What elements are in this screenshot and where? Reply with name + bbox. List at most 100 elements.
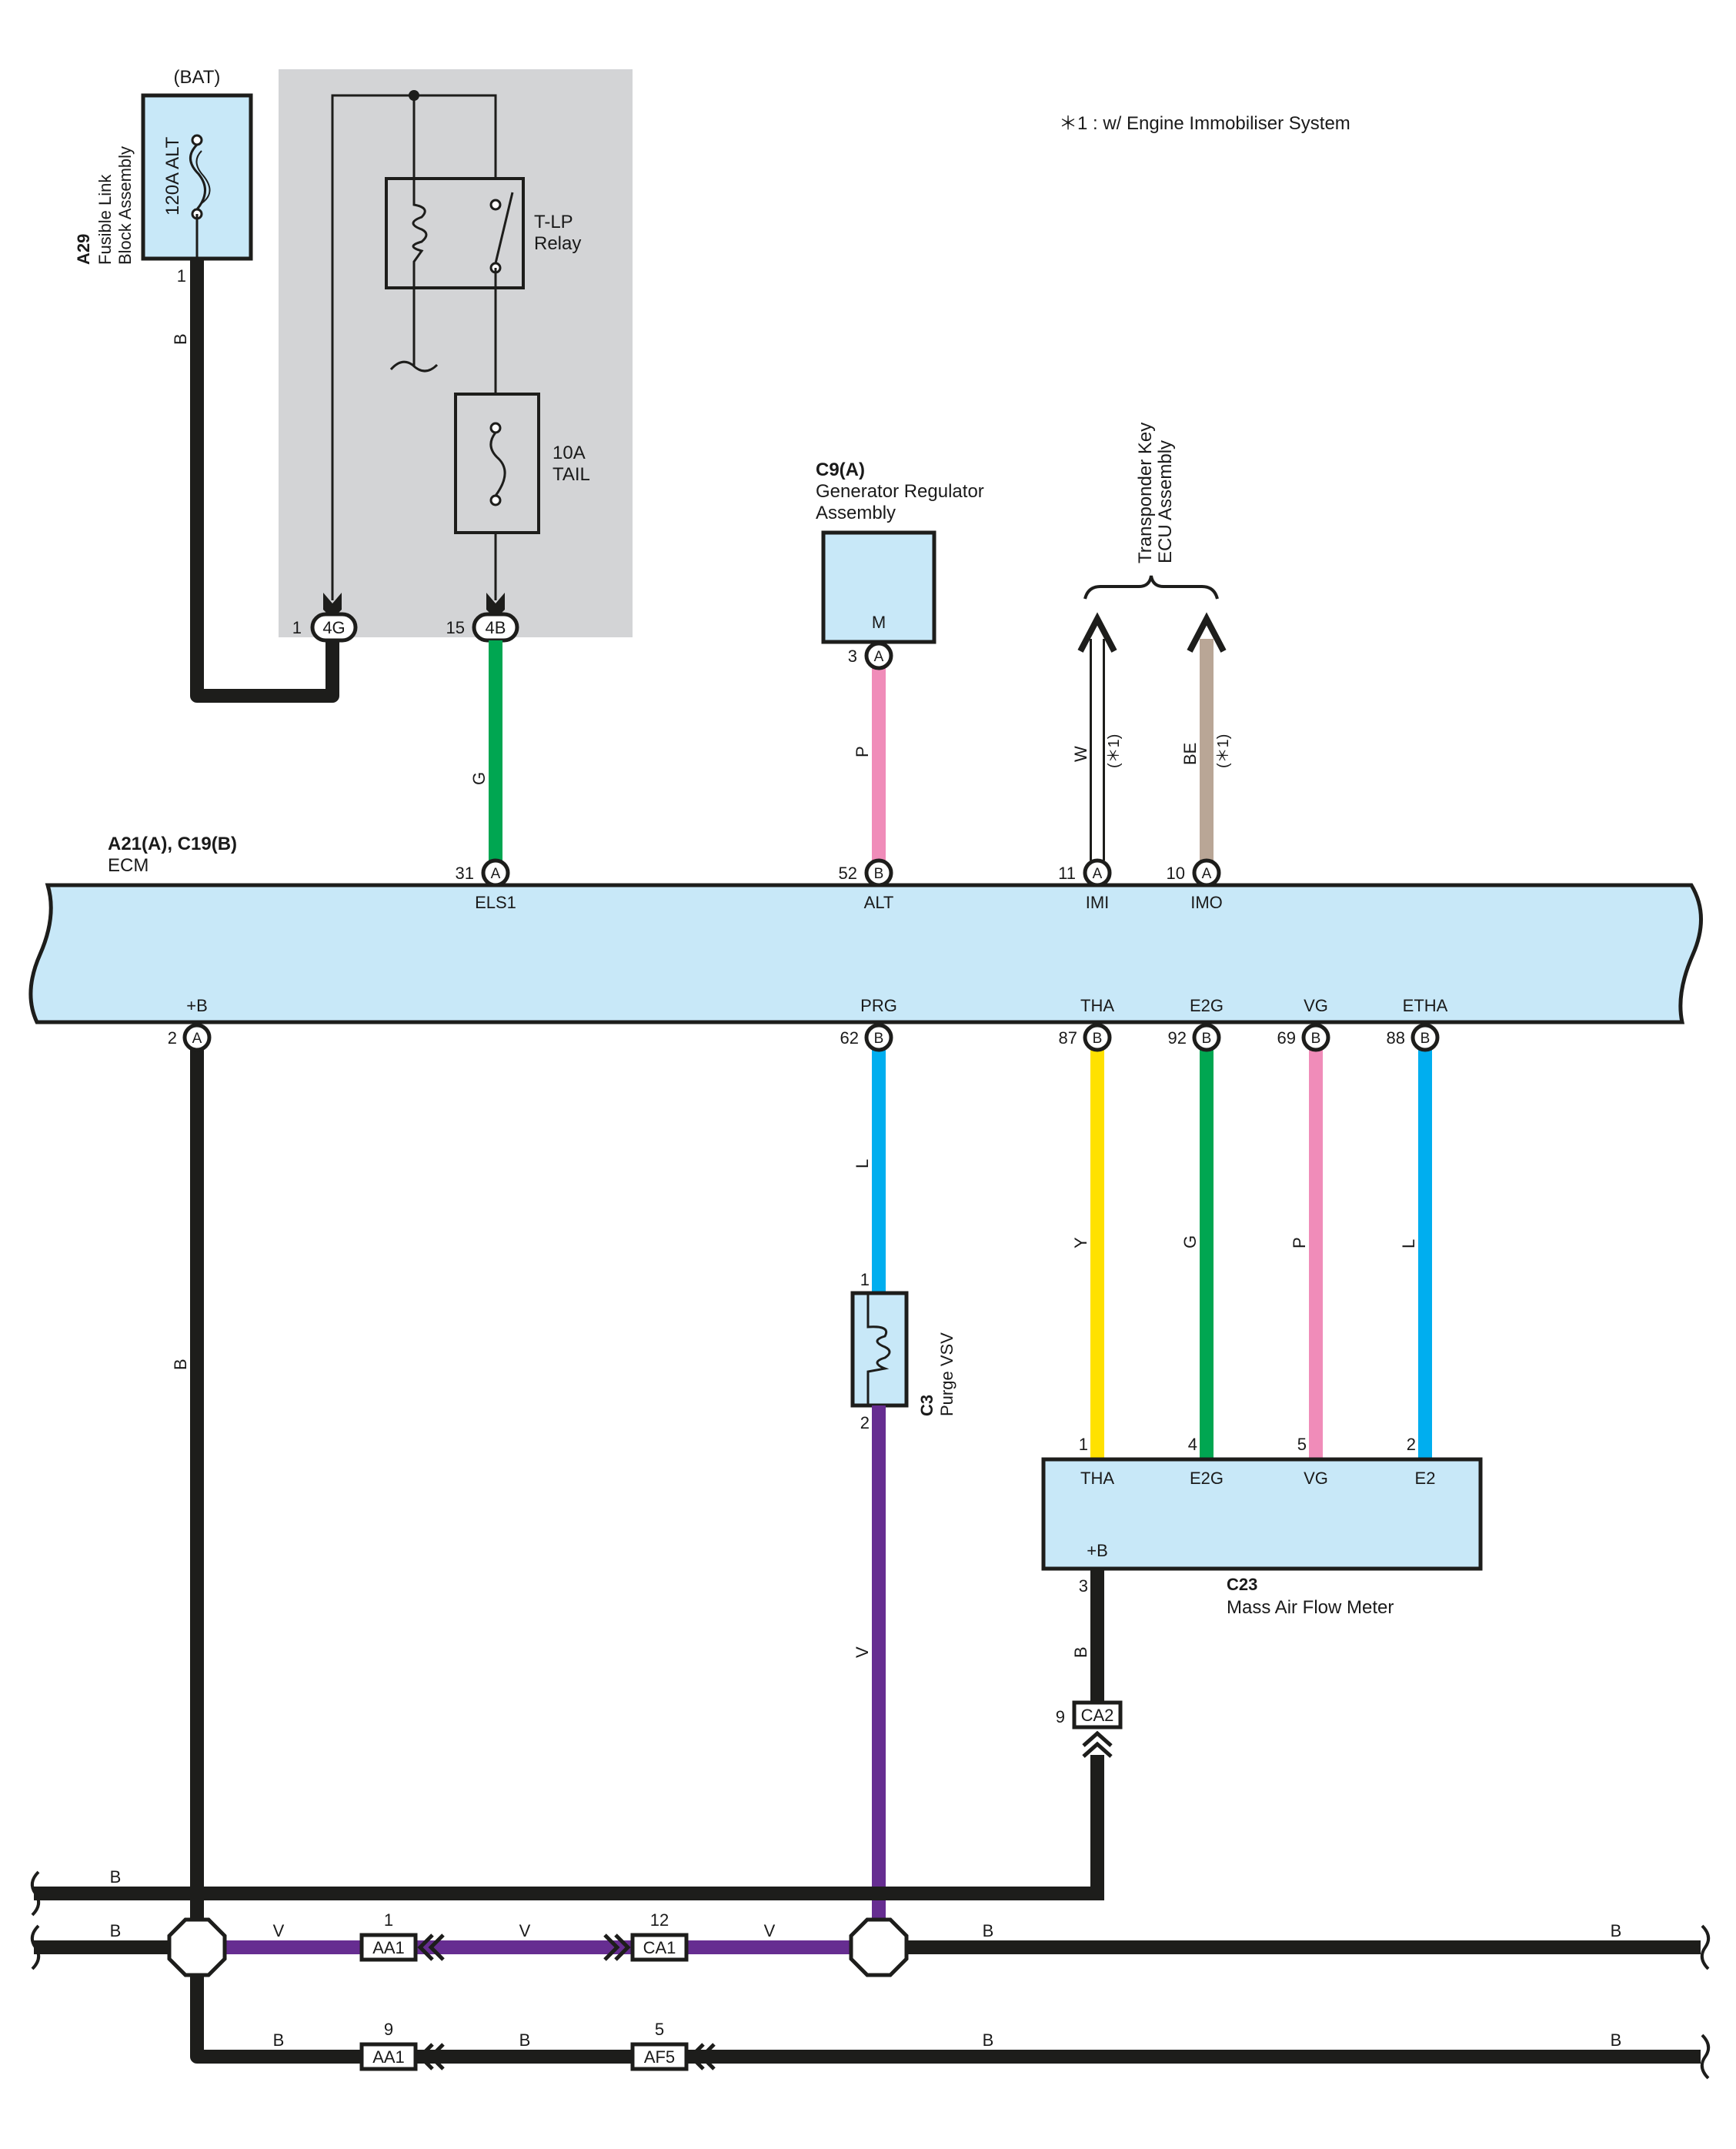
bus-row2-label-left: B (110, 1921, 122, 1940)
svg-text:+B: +B (186, 996, 208, 1015)
svg-text:E2G: E2G (1190, 996, 1224, 1015)
ecm-pin-etha: ETHA B 88 (1387, 996, 1448, 1050)
svg-text:5: 5 (1297, 1435, 1307, 1454)
connector-aa1-row2 (359, 1933, 418, 1962)
svg-text:IMO: IMO (1190, 893, 1223, 912)
svg-text:4: 4 (1188, 1435, 1197, 1454)
arrow-ca2-1 (1082, 1730, 1113, 1747)
connector-ca2-id: CA2 (1081, 1706, 1114, 1725)
svg-text:10: 10 (1167, 864, 1185, 883)
wire-imo-note: (＊1) (1215, 734, 1232, 768)
fusible-link-pin: 1 (177, 266, 186, 286)
svg-text:VG: VG (1304, 1469, 1328, 1488)
immobiliser-note: ＊1 : w/ Engine Immobiliser System (1059, 113, 1350, 134)
svg-text:B: B (1421, 1031, 1431, 1047)
bus-row2-v1: V (273, 1921, 285, 1940)
wire-maf-power-label: B (1071, 1646, 1090, 1658)
wire-vsv-out-label: V (853, 1646, 872, 1658)
svg-text:1: 1 (1079, 1435, 1088, 1454)
svg-text:31: 31 (456, 864, 474, 883)
junction-left (167, 1917, 227, 1977)
svg-text:ALT: ALT (864, 893, 894, 912)
purge-vsv-name: Purge VSV (937, 1332, 956, 1416)
arrow-ca1-1 (603, 1933, 620, 1961)
purge-vsv-code: C3 (917, 1395, 936, 1416)
wire-imo-label: BE (1180, 743, 1200, 765)
relay-box-shade (279, 69, 633, 637)
wire-row3-drop (190, 1947, 277, 2064)
purge-vsv-pin-bottom: 2 (860, 1413, 870, 1432)
bus-row2-b1: B (983, 1921, 994, 1940)
tail-fuse-name: TAIL (553, 464, 590, 485)
bus-row2-break-right (1700, 1924, 1711, 1970)
junction-right (849, 1917, 909, 1977)
arrow-ca2-2 (1082, 1741, 1113, 1758)
wire-bat-label: B (171, 333, 190, 345)
ecm-pin-imi: A 11 IMI (1058, 861, 1110, 912)
wire-prg-label: L (853, 1159, 872, 1168)
svg-text:A: A (192, 1031, 202, 1047)
generator-pin-conn: A (874, 649, 884, 665)
fusible-link-name-2: Block Assembly (115, 146, 135, 265)
relay-switch (494, 192, 514, 264)
bus-row3-b3: B (1611, 2030, 1622, 2050)
maf-power-label: +B (1087, 1541, 1108, 1560)
purge-vsv (850, 1291, 909, 1408)
ecm-pin-alt: B 52 ALT (839, 861, 894, 912)
svg-text:E2: E2 (1415, 1469, 1436, 1488)
connector-aa1-row2-pin: 1 (384, 1910, 393, 1930)
arrow-imo (1187, 612, 1227, 653)
tlp-relay (385, 177, 525, 289)
connector-af5-id: AF5 (644, 2047, 675, 2067)
ecm-pin-tha: THA B 87 (1059, 996, 1114, 1050)
alt-fuse-label: 120A ALT (162, 136, 183, 216)
fusible-link-code: A29 (74, 234, 93, 265)
alt-fuse-element (189, 143, 206, 210)
relay-label-1: T-LP (534, 212, 573, 232)
wire-imi-note: (＊1) (1106, 734, 1123, 768)
arrow-aa1-row3-2 (428, 2043, 445, 2070)
bus-row3-b0: B (273, 2030, 285, 2050)
tail-fuse (454, 393, 540, 534)
arrow-aa1-row2-1 (417, 1933, 434, 1961)
maf-name: Mass Air Flow Meter (1227, 1597, 1394, 1618)
arrow-imi (1077, 612, 1117, 653)
bus-row2-v3: V (764, 1921, 776, 1940)
transponder-brace (1083, 575, 1219, 600)
ecm-pin-imo: A 10 IMO (1167, 861, 1223, 912)
connector-af5 (630, 2042, 689, 2071)
svg-text:2: 2 (1407, 1435, 1416, 1454)
maf-code: C23 (1227, 1575, 1257, 1594)
svg-text:A: A (1202, 866, 1212, 882)
ecm-pin-vg: VG B 69 (1277, 996, 1328, 1050)
generator-box (821, 530, 936, 644)
svg-text:B: B (1093, 1031, 1103, 1047)
svg-text:PRG: PRG (860, 996, 897, 1015)
arrow-af5-1 (688, 2043, 705, 2070)
bus-row3-b2: B (983, 2030, 994, 2050)
generator-pin-num: 3 (848, 647, 857, 666)
connector-aa1-row3-id: AA1 (372, 2047, 405, 2067)
svg-text:11: 11 (1058, 864, 1076, 883)
generator-name-2: Assembly (816, 503, 896, 523)
bus-row2-b2: B (1611, 1921, 1622, 1940)
ecm-pin-plusb: +B A 2 (168, 996, 209, 1050)
connector-ca1-id: CA1 (643, 1938, 676, 1957)
svg-text:IMI: IMI (1086, 893, 1110, 912)
maf-power-pin: 3 (1079, 1576, 1088, 1596)
wire-ecm-plusb-label: B (171, 1359, 190, 1370)
ground-squiggle (389, 360, 439, 373)
svg-text:87: 87 (1059, 1028, 1077, 1048)
transponder-name-1: Transponder Key (1135, 423, 1156, 563)
connector-aa1-row3 (359, 2042, 418, 2071)
wire-vg-label: P (1290, 1237, 1309, 1248)
ecm-name: ECM (108, 855, 149, 876)
connector-4g-pin: 1 (292, 618, 302, 637)
generator-terminal: M (872, 613, 886, 632)
svg-text:52: 52 (839, 864, 857, 883)
svg-text:THA: THA (1080, 1469, 1114, 1488)
ecm-pin-els1: A 31 ELS1 (456, 861, 516, 912)
connector-ca2-pin: 9 (1056, 1707, 1065, 1726)
connector-aa1-row3-pin: 9 (384, 2020, 393, 2039)
